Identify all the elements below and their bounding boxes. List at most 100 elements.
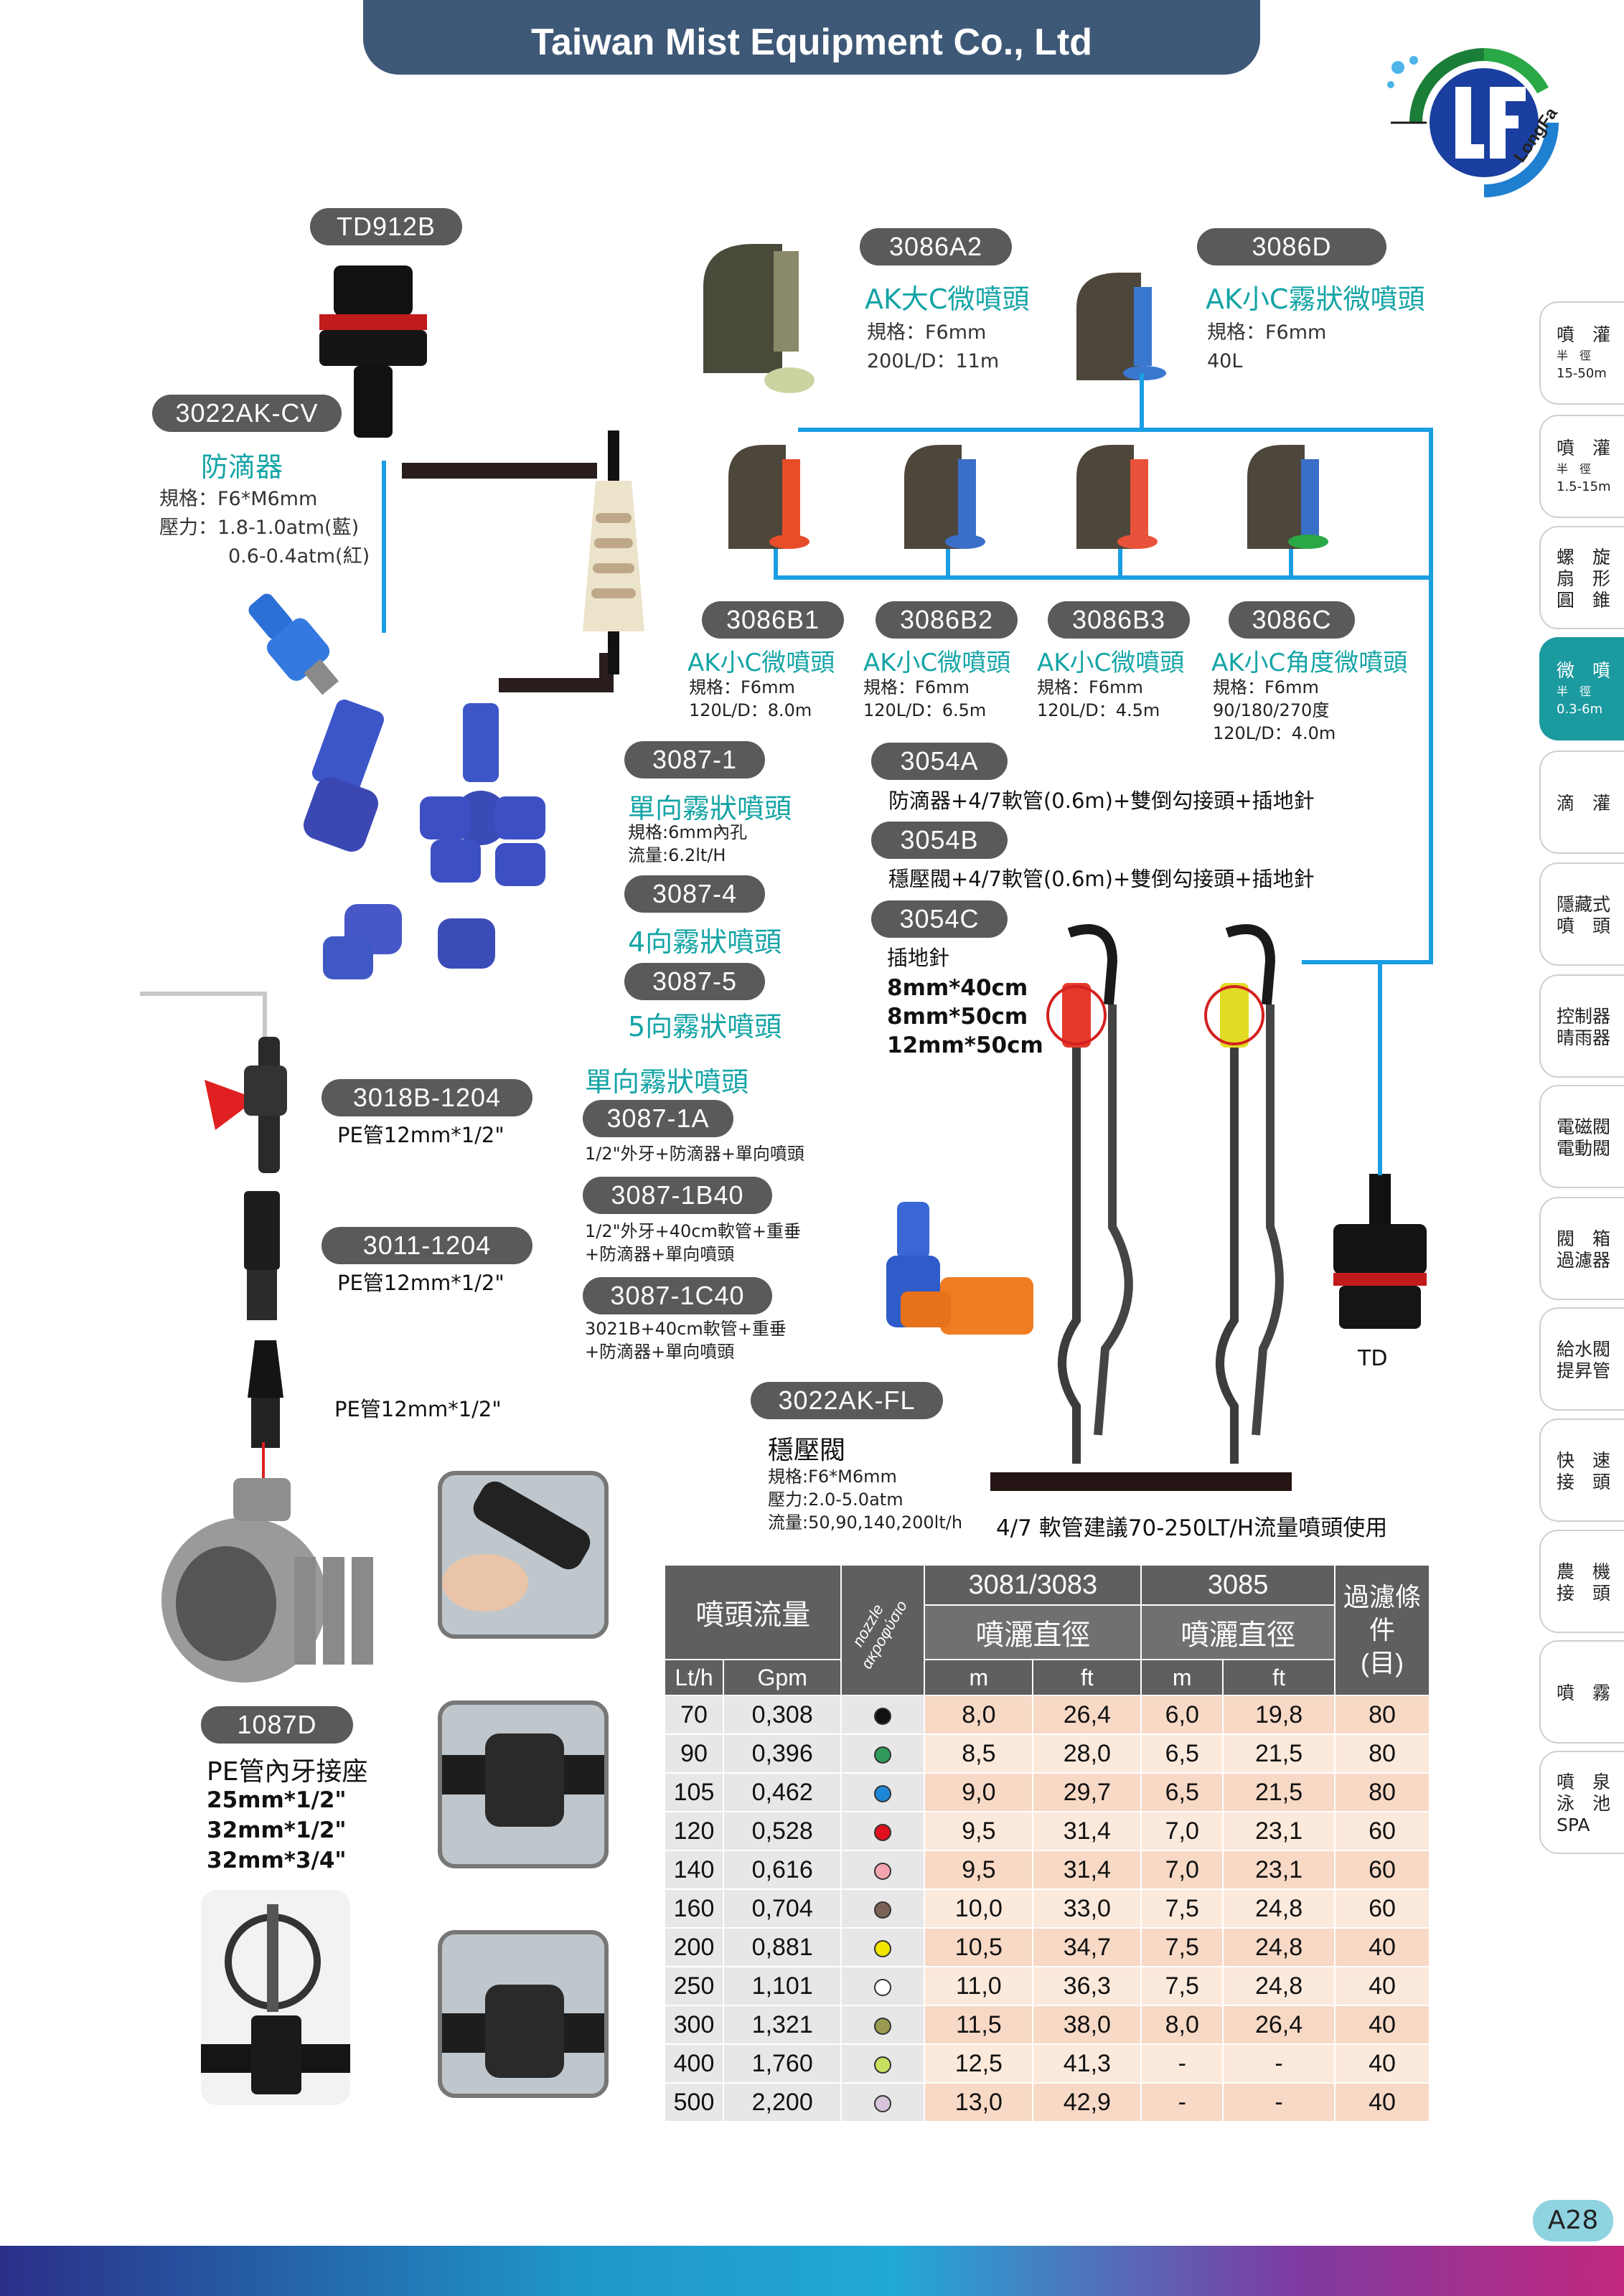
- 3086d-image: [1062, 265, 1177, 387]
- category-tab[interactable]: 給水閥 提昇管: [1539, 1307, 1624, 1411]
- 3087-1-spec-hole: 規格:6mm內孔: [628, 822, 748, 842]
- pipe-line: [1118, 545, 1122, 580]
- 3086a2-name: AK大C微噴頭: [865, 283, 1030, 315]
- blue-orange-valve-image: [883, 1198, 1041, 1342]
- cell-ft-3081: 34,7: [1032, 1927, 1142, 1967]
- tab-sublabel: 半 徑: [1557, 462, 1592, 476]
- adapter-3011-image: [237, 1191, 287, 1327]
- 3086a2-image: [689, 237, 818, 402]
- pipe-line: [1378, 960, 1382, 1175]
- cv-name: 防滴器: [201, 451, 283, 483]
- nozzle-color-dot: [874, 1784, 892, 1802]
- footer-gradient-bar: [0, 2246, 1624, 2296]
- tab-label: 滴 灌: [1557, 793, 1611, 814]
- nozzle-color-dot: [874, 1978, 892, 1996]
- code-3087-1c40: 3087-1C40: [583, 1277, 772, 1314]
- code-3054a: 3054A: [871, 743, 1008, 780]
- cell-ft-3081: 36,3: [1032, 1966, 1142, 2006]
- tab-label: 農 機 接 頭: [1557, 1561, 1611, 1604]
- cell-ft-3085: -: [1222, 2043, 1336, 2084]
- code-3086d: 3086D: [1197, 228, 1386, 265]
- nozzle-color-dot: [874, 2017, 892, 2035]
- page-number: A28: [1533, 2200, 1613, 2241]
- 1087d-size-2: 32mm*1/2": [207, 1817, 347, 1843]
- cell-ft-3085: 23,1: [1222, 1850, 1336, 1890]
- valve-3018b-image: [201, 1037, 301, 1173]
- cell-gpm: 1,321: [722, 2005, 842, 2045]
- category-tab[interactable]: 快 速 接 頭: [1539, 1418, 1624, 1522]
- adapter-spec: PE管12mm*1/2": [334, 1397, 502, 1421]
- tab-label: 螺 旋 扇 形 圓 錐: [1557, 547, 1611, 611]
- header-ft-1: ft: [1032, 1659, 1142, 1696]
- pipe-line: [1429, 428, 1433, 964]
- cell-filter: 40: [1334, 1927, 1430, 1967]
- code-3087-1a: 3087-1A: [583, 1100, 733, 1137]
- cell-m-3085: 7,0: [1140, 1811, 1224, 1851]
- header-flow: 噴頭流量: [663, 1564, 842, 1660]
- single-mist-heading: 單向霧狀噴頭: [585, 1066, 749, 1098]
- cell-gpm: 0,396: [722, 1733, 842, 1774]
- category-tab[interactable]: 隱藏式 噴 頭: [1539, 862, 1624, 966]
- cell-nozzle-color: [840, 1927, 926, 1967]
- 3086b1-name: AK小C微噴頭: [687, 649, 835, 677]
- cell-m-3081: 13,0: [924, 2082, 1034, 2122]
- code-3087-1: 3087-1: [624, 741, 765, 778]
- category-tab[interactable]: 噴 泉 泳 池 SPA: [1539, 1751, 1624, 1854]
- red-line: [262, 1442, 265, 1492]
- cell-ft-3085: -: [1222, 2082, 1336, 2122]
- tab-label: 給水閥 提昇管: [1557, 1339, 1611, 1381]
- category-tab[interactable]: 閥 箱 過濾器: [1539, 1197, 1624, 1300]
- cell-m-3081: 9,5: [924, 1811, 1034, 1851]
- category-tab[interactable]: 螺 旋 扇 形 圓 錐: [1539, 526, 1624, 629]
- 3087-5-name: 5向霧狀噴頭: [628, 1011, 782, 1043]
- cell-m-3085: 7,5: [1140, 1888, 1224, 1929]
- cell-m-3081: 8,5: [924, 1733, 1034, 1774]
- 3086b3-spec-size: 規格：F6mm: [1037, 677, 1143, 697]
- header-gpm: Gpm: [722, 1659, 842, 1696]
- cell-m-3081: 9,5: [924, 1850, 1034, 1890]
- cell-lth: 300: [664, 2005, 724, 2045]
- cell-filter: 40: [1334, 2005, 1430, 2045]
- code-1087d: 1087D: [201, 1706, 353, 1744]
- header-nozzle: nozzle ακροφύσιο: [840, 1564, 926, 1696]
- cell-nozzle-color: [840, 2043, 926, 2084]
- header-m-1: m: [924, 1659, 1034, 1696]
- cell-ft-3085: 21,5: [1222, 1772, 1336, 1812]
- category-tab[interactable]: 控制器 晴雨器: [1539, 974, 1624, 1078]
- 3054c-size-1: 8mm*40cm: [887, 975, 1028, 1001]
- cell-gpm: 0,881: [722, 1927, 842, 1967]
- cell-ft-3085: 19,8: [1222, 1695, 1336, 1735]
- cell-lth: 120: [664, 1811, 724, 1851]
- nozzle-color-dot: [874, 1823, 892, 1841]
- nozzle-color-dot: [874, 1707, 892, 1725]
- category-tab[interactable]: 農 機 接 頭: [1539, 1530, 1624, 1633]
- cell-lth: 70: [664, 1695, 724, 1735]
- category-tab[interactable]: 噴 霧: [1539, 1640, 1624, 1744]
- weight-image: [574, 430, 653, 682]
- pipe-line: [774, 545, 778, 580]
- tab-range: 0.3-6m: [1557, 702, 1603, 717]
- 3086d-spec-size: 規格：F6mm: [1207, 321, 1327, 344]
- cell-ft-3081: 41,3: [1032, 2043, 1142, 2084]
- cell-ft-3085: 24,8: [1222, 1966, 1336, 2006]
- code-3086a2: 3086A2: [860, 228, 1012, 265]
- cell-m-3081: 8,0: [924, 1695, 1034, 1735]
- category-tab[interactable]: 滴 灌: [1539, 751, 1624, 854]
- tab-label: 噴 灌: [1557, 438, 1611, 458]
- tab-label: 隱藏式 噴 頭: [1557, 894, 1611, 936]
- cell-nozzle-color: [840, 1811, 926, 1851]
- td912b-fitting-image: [312, 265, 434, 445]
- cell-m-3081: 11,0: [924, 1966, 1034, 2006]
- category-tab[interactable]: 電磁閥 電動閥: [1539, 1085, 1624, 1188]
- nozzle-color-dot: [874, 2094, 892, 2112]
- tab-label: 快 速 接 頭: [1557, 1450, 1611, 1492]
- pipe-line: [774, 575, 1433, 580]
- cell-m-3085: 6,5: [1140, 1772, 1224, 1812]
